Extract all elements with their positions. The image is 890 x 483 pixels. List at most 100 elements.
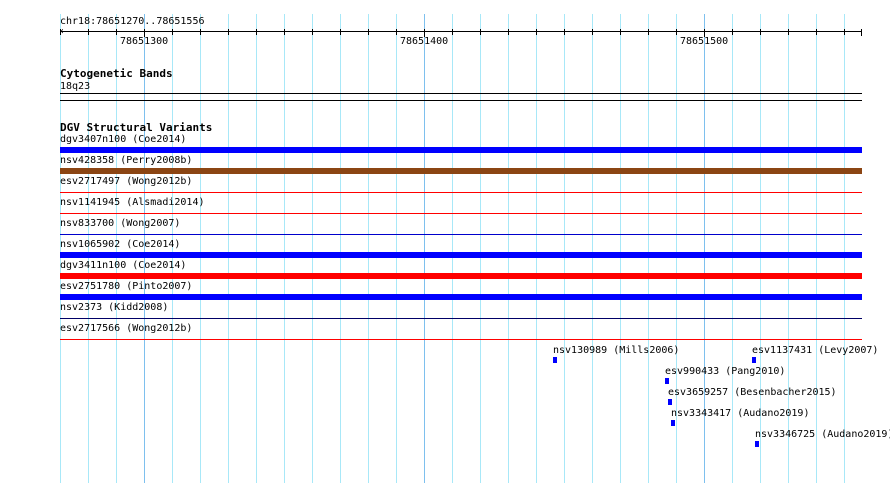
minor-gridline xyxy=(116,14,117,483)
minor-gridline xyxy=(816,14,817,483)
variant-bar[interactable] xyxy=(60,294,862,300)
variant-label[interactable]: esv3659257 (Besenbacher2015) xyxy=(668,387,837,398)
ruler-tick xyxy=(861,29,862,36)
track-divider xyxy=(60,100,862,101)
minor-gridline xyxy=(256,14,257,483)
variant-label[interactable]: nsv833700 (Wong2007) xyxy=(60,218,181,229)
variant-label[interactable]: esv990433 (Pang2010) xyxy=(665,366,786,377)
variant-marker[interactable] xyxy=(665,378,669,384)
variant-marker[interactable] xyxy=(668,399,672,405)
ruler-tick xyxy=(760,29,761,35)
cytoband-label: 18q23 xyxy=(60,81,91,92)
ruler-tick xyxy=(648,29,649,35)
minor-gridline xyxy=(788,14,789,483)
minor-gridline xyxy=(760,14,761,483)
ruler-tick xyxy=(396,29,397,35)
minor-gridline xyxy=(368,14,369,483)
minor-gridline xyxy=(620,14,621,483)
variant-label[interactable]: nsv130989 (Mills2006) xyxy=(553,345,680,356)
variant-label[interactable]: nsv1065902 (Coe2014) xyxy=(60,239,181,250)
variant-marker[interactable] xyxy=(553,357,557,363)
ruler-tick xyxy=(676,29,677,35)
variant-label[interactable]: esv1137431 (Levy2007) xyxy=(752,345,879,356)
ruler-tick xyxy=(116,29,117,35)
minor-gridline xyxy=(508,14,509,483)
variant-bar[interactable] xyxy=(60,147,862,153)
variant-label[interactable]: nsv428358 (Perry2008b) xyxy=(60,155,193,166)
dgv-track-title[interactable]: DGV Structural Variants xyxy=(60,121,213,134)
ruler-tick xyxy=(732,29,733,35)
variant-label[interactable]: nsv2373 (Kidd2008) xyxy=(60,302,169,313)
left-arrow-icon[interactable]: ‹ xyxy=(59,26,66,37)
minor-gridline xyxy=(88,14,89,483)
range-label: chr18:78651270..78651556 xyxy=(60,16,205,27)
variant-marker[interactable] xyxy=(671,420,675,426)
ruler-tick xyxy=(312,29,313,35)
variant-label[interactable]: nsv3346725 (Audano2019) xyxy=(755,429,890,440)
ruler-tick xyxy=(144,29,145,37)
ruler-tick xyxy=(592,29,593,35)
minor-gridline xyxy=(480,14,481,483)
ruler-tick-label: 78651400 xyxy=(400,36,449,47)
ruler-tick xyxy=(228,29,229,35)
ruler-tick xyxy=(256,29,257,35)
variant-marker[interactable] xyxy=(755,441,759,447)
ruler-tick xyxy=(508,29,509,35)
variant-bar[interactable] xyxy=(60,273,862,279)
minor-gridline xyxy=(172,14,173,483)
ruler-tick xyxy=(620,29,621,35)
minor-gridline xyxy=(312,14,313,483)
cytoband-bar[interactable] xyxy=(60,93,862,94)
variant-label[interactable]: esv2751780 (Pinto2007) xyxy=(60,281,193,292)
minor-gridline xyxy=(228,14,229,483)
cytoband-track-title[interactable]: Cytogenetic Bands xyxy=(60,67,173,80)
variant-line[interactable] xyxy=(60,192,862,193)
minor-gridline xyxy=(676,14,677,483)
minor-gridline xyxy=(592,14,593,483)
variant-label[interactable]: dgv3407n100 (Coe2014) xyxy=(60,134,187,145)
minor-gridline xyxy=(340,14,341,483)
variant-label[interactable]: esv2717497 (Wong2012b) xyxy=(60,176,193,187)
ruler-tick xyxy=(564,29,565,35)
variant-bar[interactable] xyxy=(60,168,862,174)
minor-gridline xyxy=(844,14,845,483)
ruler-tick xyxy=(704,29,705,37)
minor-gridline xyxy=(564,14,565,483)
ruler-tick xyxy=(284,29,285,35)
major-gridline xyxy=(144,14,145,483)
variant-line[interactable] xyxy=(60,213,862,214)
variant-label[interactable]: dgv3411n100 (Coe2014) xyxy=(60,260,187,271)
ruler-tick xyxy=(816,29,817,35)
major-gridline xyxy=(424,14,425,483)
ruler-tick xyxy=(200,29,201,35)
ruler-tick-label: 78651300 xyxy=(120,36,169,47)
minor-gridline xyxy=(200,14,201,483)
ruler-line xyxy=(60,31,862,32)
minor-gridline xyxy=(452,14,453,483)
ruler-tick xyxy=(536,29,537,35)
variant-marker[interactable] xyxy=(752,357,756,363)
variant-line[interactable] xyxy=(60,339,862,340)
ruler-tick xyxy=(452,29,453,35)
ruler-tick xyxy=(340,29,341,35)
ruler-tick xyxy=(480,29,481,35)
variant-line[interactable] xyxy=(60,234,862,235)
minor-gridline xyxy=(396,14,397,483)
minor-gridline xyxy=(536,14,537,483)
variant-line[interactable] xyxy=(60,318,862,319)
ruler-tick xyxy=(60,29,61,35)
ruler-tick-label: 78651500 xyxy=(680,36,729,47)
variant-label[interactable]: nsv1141945 (Alsmadi2014) xyxy=(60,197,205,208)
ruler-tick xyxy=(844,29,845,35)
ruler-tick xyxy=(88,29,89,35)
variant-bar[interactable] xyxy=(60,252,862,258)
ruler-tick xyxy=(368,29,369,35)
minor-gridline xyxy=(60,14,61,483)
ruler-tick xyxy=(788,29,789,35)
variant-label[interactable]: esv2717566 (Wong2012b) xyxy=(60,323,193,334)
minor-gridline xyxy=(284,14,285,483)
minor-gridline xyxy=(732,14,733,483)
variant-label[interactable]: nsv3343417 (Audano2019) xyxy=(671,408,810,419)
minor-gridline xyxy=(648,14,649,483)
